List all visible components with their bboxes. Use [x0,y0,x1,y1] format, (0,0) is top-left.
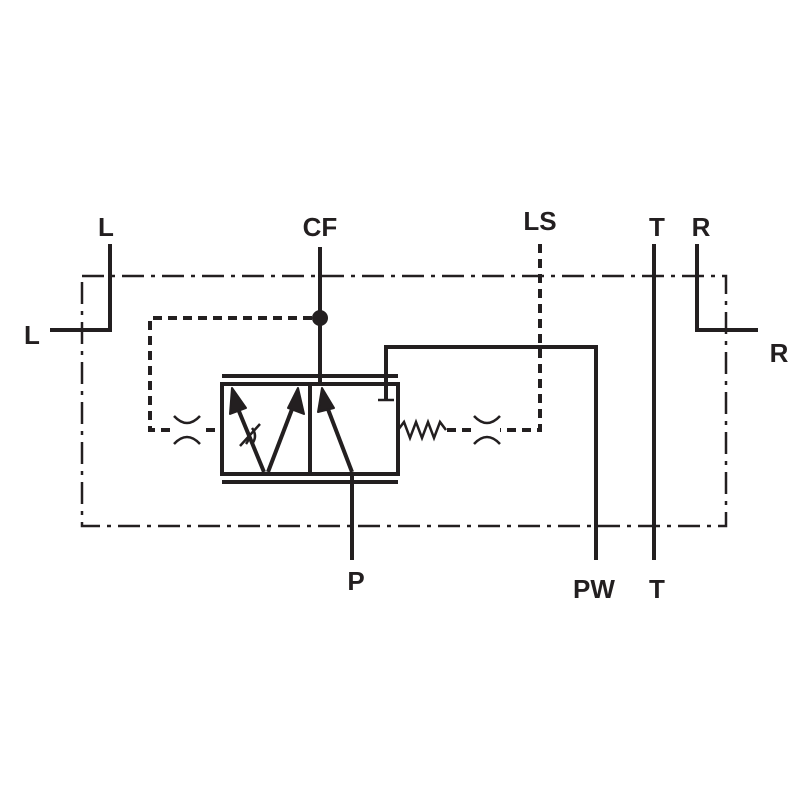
flow-arrow-head [317,387,335,413]
label-pw: PW [573,574,615,604]
throttle-symbol [239,423,261,447]
label-l-top: L [98,212,114,242]
flow-arrow-line [324,403,354,473]
enclosure-boundary [80,274,728,528]
spool-valve [220,374,400,484]
orifice-left [173,414,201,446]
pilot-line-left [148,316,312,432]
label-p: P [347,566,364,596]
label-r-top: R [692,212,711,242]
flow-arrow-head [229,387,247,415]
label-l-left: L [24,320,40,350]
label-ls: LS [523,206,556,236]
flow-arrow-line [266,403,296,473]
flow-arrow-head [287,387,305,415]
label-t-top: T [649,212,665,242]
port-line-r [695,244,758,332]
pilot-line-ls [446,244,542,432]
label-t-bottom: T [649,574,665,604]
label-cf: CF [303,212,338,242]
orifice-right [473,414,501,446]
spring [397,418,447,442]
label-r-right: R [770,338,789,368]
port-line-l [50,244,112,332]
junction-dot [312,310,328,326]
port-line-pw [384,345,598,560]
